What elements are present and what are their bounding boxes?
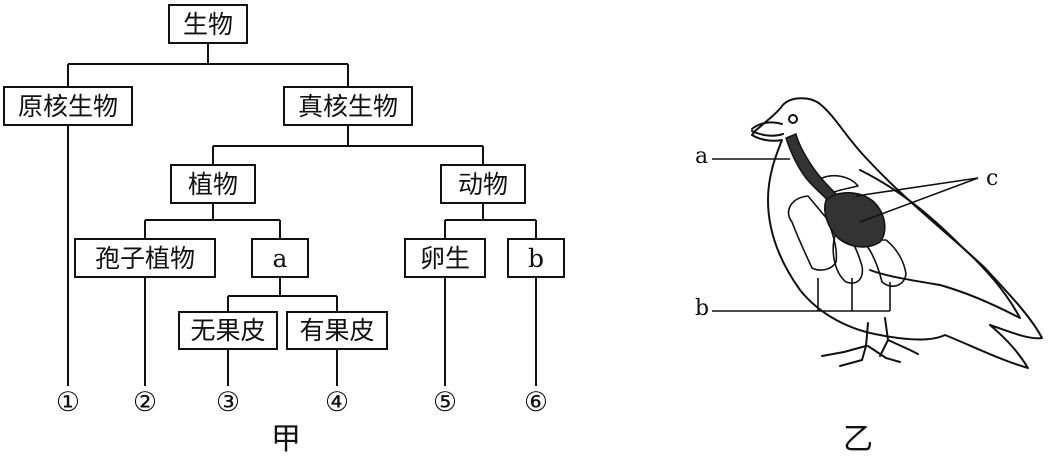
leaf-6: ⑥ xyxy=(523,387,549,418)
node-prokaryote: 原核生物 xyxy=(3,86,133,126)
node-eukaryote: 真核生物 xyxy=(283,86,413,126)
node-with-pericarp: 有果皮 xyxy=(286,311,388,350)
node-root: 生物 xyxy=(168,4,248,44)
node-no-pericarp: 无果皮 xyxy=(178,311,278,350)
node-animal: 动物 xyxy=(440,164,526,204)
leaf-4: ④ xyxy=(324,387,350,418)
node-b: b xyxy=(507,238,565,278)
node-oviparous: 卵生 xyxy=(404,238,486,278)
node-spore-plant: 孢子植物 xyxy=(74,238,216,278)
bird-label-a: a xyxy=(695,144,709,169)
leaf-2: ② xyxy=(132,387,158,418)
bird-label-b: b xyxy=(695,296,710,321)
node-plant: 植物 xyxy=(170,164,256,204)
caption-yi: 乙 xyxy=(843,422,873,457)
leaf-1: ① xyxy=(55,387,81,418)
leaf-3: ③ xyxy=(215,387,241,418)
caption-jia: 甲 xyxy=(271,422,301,457)
bird-label-c: c xyxy=(986,166,999,191)
node-a: a xyxy=(251,238,309,278)
leaf-5: ⑤ xyxy=(432,387,458,418)
